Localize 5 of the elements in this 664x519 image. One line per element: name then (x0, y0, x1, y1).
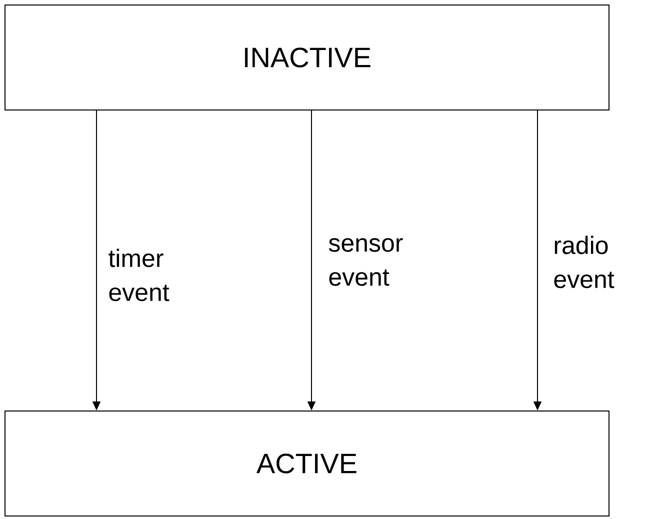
edge-label: radio event (554, 236, 614, 288)
edge-label: timer event (108, 248, 170, 302)
state-box: ACTIVE (4, 410, 610, 516)
state-box: INACTIVE (4, 4, 610, 110)
edge-label: sensor event (328, 238, 403, 286)
